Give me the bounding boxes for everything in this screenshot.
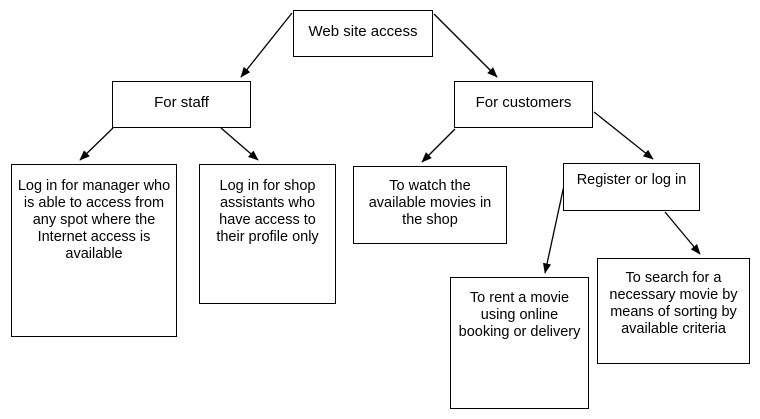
edge-customers-to-watch <box>421 128 456 163</box>
edge-register-to-search <box>664 211 701 255</box>
node-register-or-log-in[interactable]: Register or log in <box>563 163 700 211</box>
node-to-rent-a-movie[interactable]: To rent a movie using online booking or … <box>450 277 589 409</box>
node-label: Web site access <box>308 23 418 40</box>
edge-root-to-customers <box>433 13 498 78</box>
edge-customers-to-register <box>593 111 654 160</box>
node-for-staff[interactable]: For staff <box>112 81 251 128</box>
node-web-site-access[interactable]: Web site access <box>293 10 433 57</box>
node-label: Log in for manager who is able to access… <box>17 178 171 263</box>
node-to-search-for-a-movie[interactable]: To search for a necessary movie by means… <box>597 258 750 364</box>
node-to-watch-available-movies[interactable]: To watch the available movies in the sho… <box>353 166 507 244</box>
node-label: To rent a movie using online booking or … <box>458 290 581 341</box>
node-log-in-for-manager[interactable]: Log in for manager who is able to access… <box>11 164 177 337</box>
node-label: To search for a necessary movie by means… <box>609 270 738 338</box>
node-label: To watch the available movies in the sho… <box>368 178 492 229</box>
edge-staff-to-assistants <box>220 127 259 161</box>
node-label: For staff <box>154 94 209 111</box>
node-log-in-for-shop-assistants[interactable]: Log in for shop assistants who have acce… <box>199 164 336 304</box>
node-label: Register or log in <box>576 172 687 188</box>
node-label: For customers <box>475 94 572 111</box>
edge-staff-to-manager <box>79 127 114 161</box>
node-label: Log in for shop assistants who have acce… <box>216 178 319 246</box>
edge-root-to-staff <box>240 12 293 78</box>
node-for-customers[interactable]: For customers <box>454 81 593 128</box>
